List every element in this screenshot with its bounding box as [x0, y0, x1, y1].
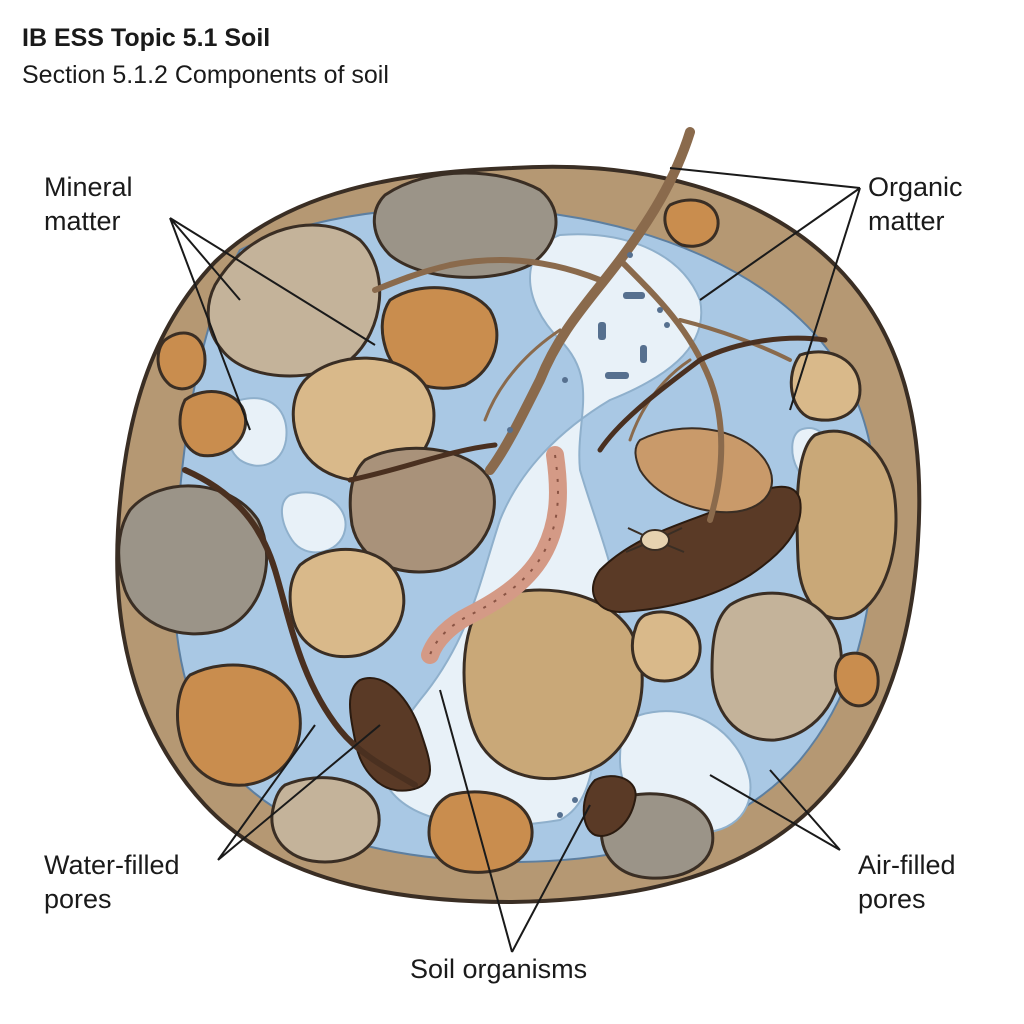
humus-bottom [582, 775, 637, 837]
dark-root-right [597, 335, 828, 453]
air-pore-central [380, 233, 703, 827]
stone-top-right-small [663, 198, 720, 248]
diagram-title: IB ESS Topic 5.1 Soil [22, 24, 271, 52]
humus-right [591, 485, 802, 614]
stone-bottom-left [270, 776, 381, 864]
dark-root-left [182, 467, 418, 788]
root-branch-small-2 [483, 328, 562, 422]
stone-right-upper [789, 350, 862, 422]
stone-right-mid [710, 591, 843, 742]
humus-lower-left [349, 677, 431, 792]
label-air-filled-pores: Air-filled pores [858, 850, 956, 914]
leader-lines [169, 167, 861, 953]
stone-right-lower-small [833, 651, 880, 708]
stone-big-center [462, 588, 644, 781]
root-main [485, 127, 695, 475]
root-branch-left [372, 257, 603, 293]
leader-air [709, 769, 841, 851]
root-branch-right [617, 257, 725, 523]
leaf-fragment [634, 427, 773, 514]
stone-right-tall [795, 429, 898, 621]
stone-small-center [630, 610, 702, 683]
label-mineral-matter: Mineral matter [44, 172, 133, 236]
label-soil-organisms: Soil organisms [410, 954, 588, 984]
leader-organisms [439, 689, 591, 953]
stone-round-mid [288, 547, 406, 658]
bacteria [507, 252, 670, 818]
mite [625, 527, 685, 553]
leader-organic [669, 167, 861, 411]
plant-roots [372, 127, 792, 523]
humus-patches [349, 485, 802, 837]
dark-root-mid [347, 442, 498, 483]
stone-orange-upper [380, 286, 499, 390]
label-organic-matter: Organic matter [868, 172, 963, 236]
stone-lower-left-orange [176, 663, 302, 787]
stone-bottom-center [427, 790, 534, 874]
mineral-particles [117, 171, 898, 880]
leader-mineral [169, 217, 376, 431]
stone-small-left [156, 331, 207, 391]
dark-roots [182, 335, 828, 788]
diagram-subtitle: Section 5.1.2 Components of soil [22, 61, 389, 89]
root-branch-small-1 [678, 318, 792, 362]
earthworm [421, 446, 567, 664]
leader-water [217, 724, 381, 861]
label-water-filled-pores: Water-filled pores [44, 850, 180, 914]
stone-left-orange [178, 390, 248, 458]
